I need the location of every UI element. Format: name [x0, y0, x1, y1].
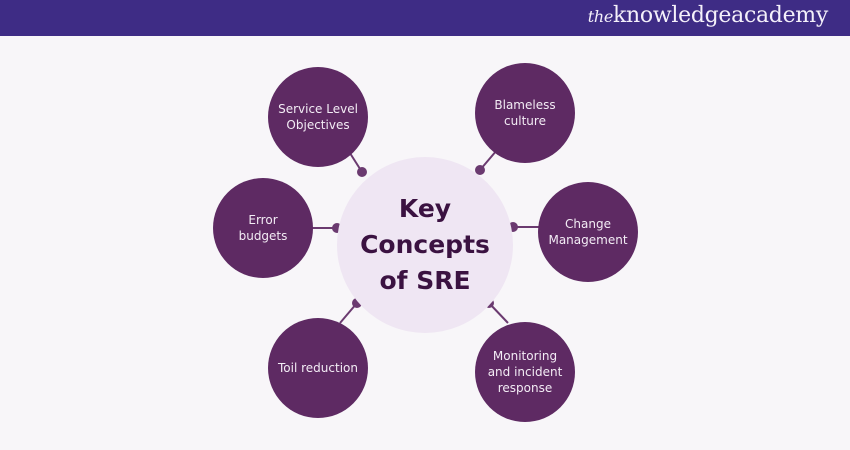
center-line: Key: [398, 194, 452, 223]
brand-header: theknowledgeacademy: [0, 0, 850, 36]
node-label-toil: Toil reduction: [268, 360, 368, 376]
node-line: culture: [504, 114, 546, 128]
node-circle-blameless: [475, 63, 575, 163]
center-circle: [337, 157, 513, 333]
node-circle-toil: [268, 318, 368, 418]
node-label-error: Error budgets: [213, 212, 313, 244]
node-label-change: Change Management: [538, 216, 638, 248]
center-title: Key Concepts of SRE: [350, 191, 500, 299]
node-line: Error: [248, 213, 278, 227]
node-label-monitoring: Monitoring and incident response: [475, 348, 575, 396]
connector-dot-slo: [357, 167, 367, 177]
node-circle-slo: [268, 67, 368, 167]
node-circle-monitoring: [475, 322, 575, 422]
node-line: budgets: [238, 229, 288, 243]
brand-logo: theknowledgeacademy: [587, 3, 829, 28]
node-line: Management: [548, 233, 628, 247]
node-line: response: [497, 381, 553, 395]
logo-main: knowledgeacademy: [613, 3, 828, 28]
node-line: Objectives: [286, 118, 350, 132]
node-circle-error: [213, 178, 313, 278]
connector-dot-blameless: [475, 165, 485, 175]
node-line: Toil reduction: [278, 361, 358, 375]
center-line: Concepts: [360, 230, 490, 259]
node-line: Service Level: [278, 102, 358, 116]
node-line: and incident: [487, 365, 563, 379]
logo-prefix: the: [587, 7, 614, 26]
node-label-slo: Service Level Objectives: [268, 101, 368, 133]
node-line: Change: [565, 217, 611, 231]
center-line: of SRE: [379, 266, 471, 295]
node-circle-change: [538, 182, 638, 282]
node-line: Monitoring: [492, 349, 558, 363]
node-label-blameless: Blameless culture: [475, 97, 575, 129]
node-line: Blameless: [494, 98, 556, 112]
